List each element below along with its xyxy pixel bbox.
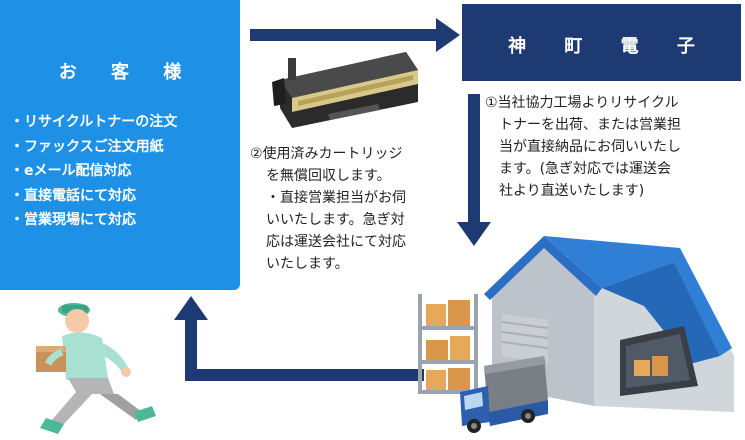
- step1-description: ①当社協力工場よりリサイクル トナーを出荷、または営業担 当が直接納品にお伺いい…: [485, 95, 681, 199]
- customer-box: お 客 様 ・リサイクルトナーの注文 ・ファックスご注文用紙 ・eメール配信対応…: [0, 0, 240, 290]
- customer-channel-item: ・ファックスご注文用紙: [10, 138, 164, 155]
- delivery-truck-icon: [460, 356, 548, 433]
- company-title: 神 町 電 子: [508, 36, 711, 57]
- parcel-shelf-icon: [418, 294, 478, 394]
- customer-channel-item: ・営業現場にて対応: [10, 212, 136, 228]
- customer-channel-item: ・直接電話にて対応: [10, 187, 136, 204]
- arrow-return-icon: [174, 296, 424, 381]
- arrow-down-icon: [457, 94, 491, 246]
- arrow-right-icon: [250, 18, 460, 52]
- company-box: 神 町 電 子: [462, 4, 741, 81]
- customer-channel-item: ・リサイクルトナーの注文: [10, 114, 178, 130]
- customer-channel-list: ・リサイクルトナーの注文 ・ファックスご注文用紙 ・eメール配信対応 ・直接電話…: [10, 110, 177, 233]
- warehouse-icon: [484, 236, 734, 412]
- step2-description: ②使用済みカートリッジ を無償回収します。 ・直接営業担当がお伺 いいたします。…: [250, 146, 406, 272]
- customer-title: お 客 様: [58, 62, 196, 83]
- running-courier-icon: [36, 303, 156, 434]
- customer-channel-item: ・eメール配信対応: [10, 163, 132, 179]
- toner-cartridge-icon: [272, 52, 418, 128]
